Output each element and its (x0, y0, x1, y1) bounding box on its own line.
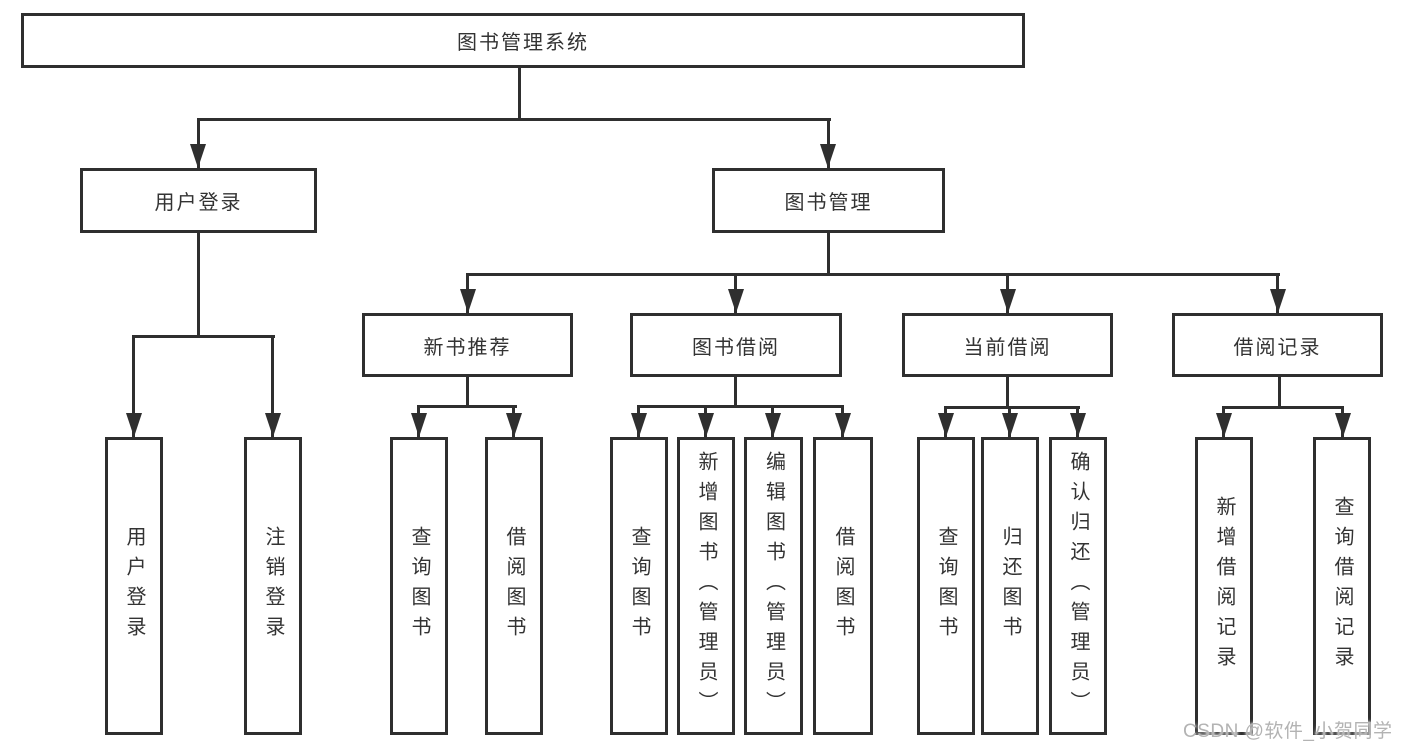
node-label: 查询图书 (628, 526, 650, 646)
node-label: 用户登录 (123, 526, 145, 646)
leaf-recommend-query-book: 查询图书 (390, 437, 448, 735)
node-borrow-record: 借阅记录 (1172, 313, 1383, 377)
leaf-logout: 注销登录 (244, 437, 302, 735)
node-user-login: 用户登录 (80, 168, 317, 233)
node-book-management: 图书管理 (712, 168, 945, 233)
arrowhead (190, 144, 206, 168)
connector-current-down (1006, 377, 1009, 408)
connector-borrow-down (734, 377, 737, 407)
arrowhead (820, 144, 836, 168)
arrowhead (506, 413, 522, 437)
node-label: 新增图书（管理员） (695, 451, 717, 721)
arrowhead (698, 413, 714, 437)
node-label: 查询图书 (408, 526, 430, 646)
node-label: 借阅图书 (503, 526, 525, 646)
connector-borrow-rail (637, 405, 844, 408)
node-library-management-system: 图书管理系统 (21, 13, 1025, 68)
leaf-current-query-book: 查询图书 (917, 437, 975, 735)
leaf-current-confirm-return-admin: 确认归还（管理员） (1049, 437, 1107, 735)
leaf-user-login: 用户登录 (105, 437, 163, 735)
connector-record-down (1278, 377, 1281, 408)
arrowhead (728, 289, 744, 313)
leaf-borrow-borrow-book: 借阅图书 (813, 437, 873, 735)
node-label: 图书管理 (784, 192, 873, 214)
arrowhead (126, 413, 142, 437)
connector-recommend-rail (417, 405, 517, 408)
leaf-record-query-borrow-record: 查询借阅记录 (1313, 437, 1371, 735)
node-label: 注销登录 (262, 526, 284, 646)
arrowhead (1070, 413, 1086, 437)
node-label: 图书借阅 (692, 336, 780, 359)
arrowhead (265, 413, 281, 437)
connector-recommend-down (466, 377, 469, 407)
connector-record-rail (1222, 406, 1344, 409)
arrowhead (1270, 289, 1286, 313)
arrowhead (411, 413, 427, 437)
arrowhead (938, 413, 954, 437)
connector-level2-rail (197, 118, 831, 121)
leaf-recommend-borrow-book: 借阅图书 (485, 437, 543, 735)
node-new-book-recommend: 新书推荐 (362, 313, 573, 377)
node-label: 归还图书 (999, 526, 1021, 646)
node-current-borrow: 当前借阅 (902, 313, 1113, 377)
arrowhead (1335, 413, 1351, 437)
node-label: 用户登录 (154, 192, 243, 214)
leaf-borrow-query-book: 查询图书 (610, 437, 668, 735)
connector-login-down (197, 233, 200, 337)
connector-login-rail (132, 335, 275, 338)
csdn-watermark: CSDN @软件_小贺同学 (1183, 721, 1393, 742)
node-label: 新增借阅记录 (1213, 496, 1235, 676)
node-label: 编辑图书（管理员） (762, 451, 785, 721)
node-label: 借阅记录 (1233, 336, 1322, 359)
connector-user-login-stem (197, 118, 200, 168)
arrowhead (765, 413, 781, 437)
leaf-borrow-edit-book-admin: 编辑图书（管理员） (744, 437, 803, 735)
connector-book-management-stem (827, 118, 830, 168)
connector-mgmt-down (827, 233, 830, 275)
node-label: 图书管理系统 (457, 32, 589, 54)
node-label: 确认归还（管理员） (1067, 451, 1089, 721)
arrowhead (1002, 413, 1018, 437)
leaf-borrow-add-book-admin: 新增图书（管理员） (677, 437, 735, 735)
connector-root-stem (518, 68, 521, 120)
arrowhead (631, 413, 647, 437)
connector-stem (271, 335, 274, 437)
leaf-current-return-book: 归还图书 (981, 437, 1039, 735)
node-label: 查询借阅记录 (1331, 496, 1353, 676)
arrowhead (1216, 413, 1232, 437)
node-label: 新书推荐 (423, 336, 512, 359)
node-label: 查询图书 (935, 526, 957, 646)
node-label: 借阅图书 (832, 526, 854, 646)
connector-stem (132, 335, 135, 437)
node-book-borrow: 图书借阅 (630, 313, 842, 377)
arrowhead (835, 413, 851, 437)
arrowhead (460, 289, 476, 313)
arrowhead (1000, 289, 1016, 313)
connector-level3-rail (466, 273, 1280, 276)
leaf-record-add-borrow-record: 新增借阅记录 (1195, 437, 1253, 735)
node-label: 当前借阅 (963, 336, 1052, 359)
connector-current-rail (944, 406, 1080, 409)
